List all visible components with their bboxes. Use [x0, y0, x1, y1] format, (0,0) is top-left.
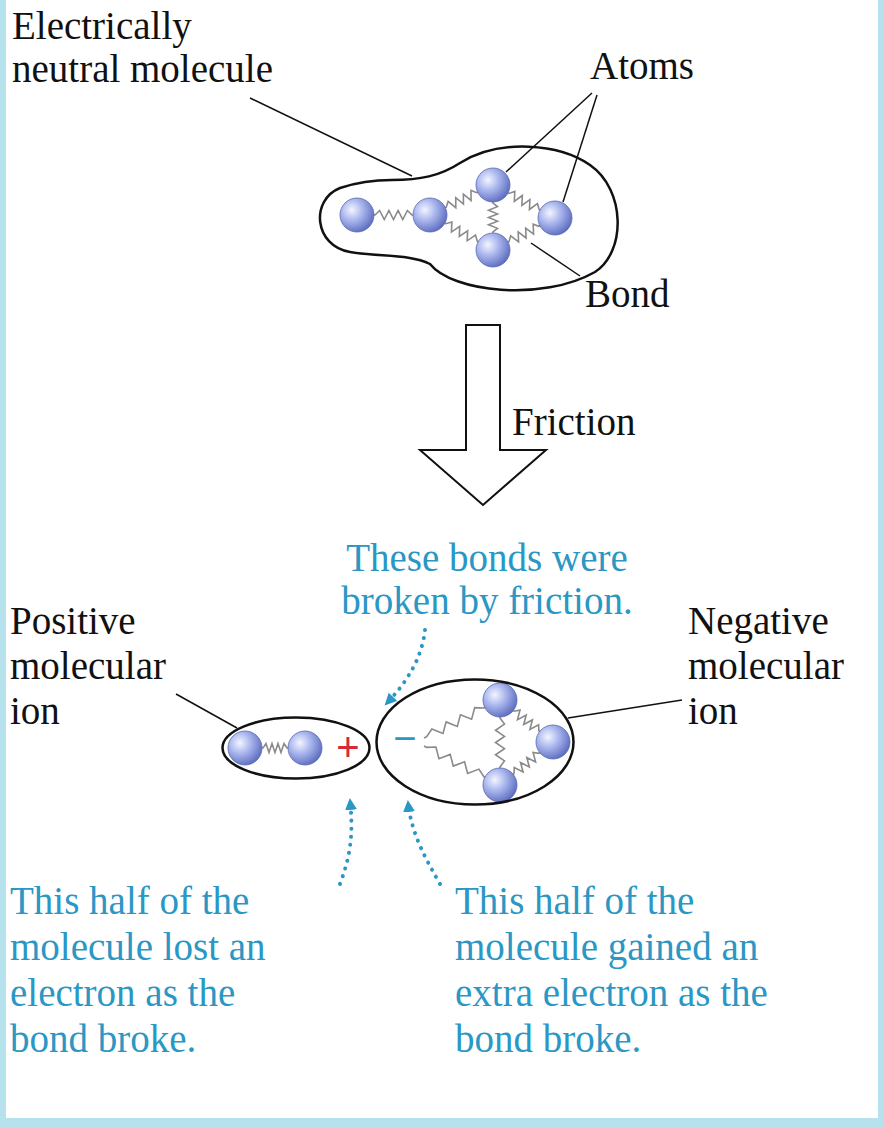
- callout-label: Atoms: [590, 44, 740, 87]
- atom: [536, 725, 570, 759]
- negative-ion: −: [375, 678, 575, 806]
- atom: [228, 731, 262, 765]
- positive-ion: +: [221, 716, 371, 780]
- dotted-arrow: [340, 800, 351, 884]
- callout-label: Negative molecular ion: [688, 598, 878, 733]
- leader-line: [176, 694, 237, 728]
- dotted-arrow: [386, 630, 425, 704]
- bond-spring: [372, 211, 415, 220]
- atom: [538, 201, 572, 235]
- plus-sign: +: [336, 727, 359, 767]
- panel: [6, 0, 878, 1118]
- bond-spring: [504, 188, 544, 215]
- bond-spring: [422, 703, 489, 742]
- bond-spring: [260, 744, 290, 753]
- note-text: These bonds were broken by friction.: [332, 536, 642, 622]
- leader-line: [531, 243, 580, 276]
- ion-outline: [223, 718, 370, 779]
- bond-spring: [496, 715, 505, 770]
- dotted-arrow: [408, 802, 440, 884]
- atom: [483, 768, 517, 802]
- process-label: Friction: [512, 400, 712, 443]
- minus-sign: −: [393, 718, 416, 758]
- note-text: This half of the molecule lost an electr…: [10, 878, 285, 1062]
- note-text: This half of the molecule gained an extr…: [455, 878, 800, 1062]
- leader-line: [506, 93, 592, 172]
- atom: [476, 233, 510, 267]
- callout-label: Positive molecular ion: [10, 598, 200, 733]
- bond-spring: [504, 221, 543, 247]
- leader-line: [563, 95, 597, 202]
- bond-spring: [442, 187, 482, 212]
- atom: [476, 168, 510, 202]
- callout-label: Bond: [585, 272, 735, 315]
- bond-spring: [489, 200, 498, 235]
- atom: [288, 731, 322, 765]
- atom: [413, 198, 447, 232]
- ion-outline: [377, 680, 574, 805]
- bond-spring: [422, 742, 489, 782]
- atom: [340, 198, 374, 232]
- bond-spring: [441, 218, 482, 246]
- leader-line: [568, 700, 682, 718]
- leader-line: [250, 98, 412, 176]
- callout-label: Electrically neutral molecule: [12, 4, 292, 90]
- atom: [483, 683, 517, 717]
- bond-spring: [509, 748, 544, 779]
- bond-spring: [509, 706, 544, 736]
